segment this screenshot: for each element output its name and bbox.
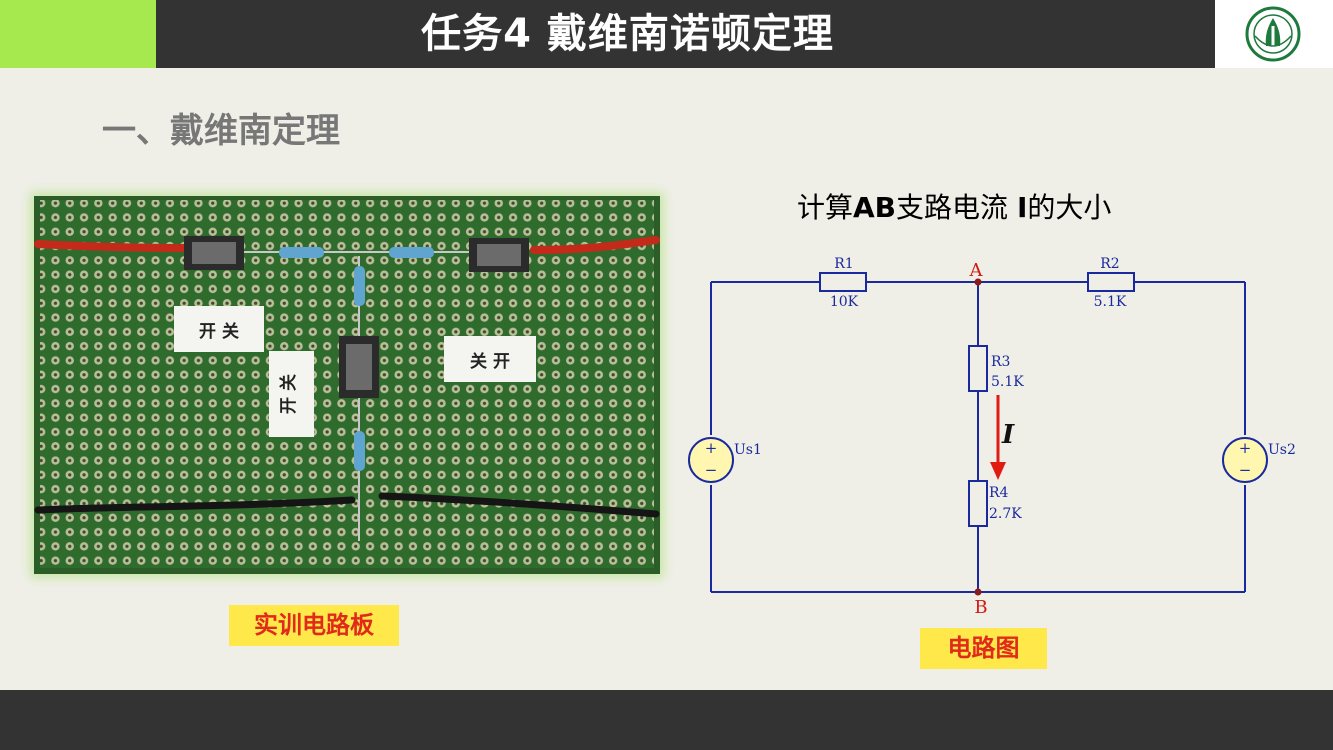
question-text: 计算AB支路电流 I的大小 — [797, 186, 1111, 226]
node-b-label: B — [974, 597, 987, 618]
us2-minus: − — [1239, 461, 1252, 479]
r2-value: 5.1K — [1094, 294, 1127, 310]
resistor-r4 — [968, 480, 988, 527]
question-current-symbol: I — [1016, 191, 1028, 224]
footer-bar — [0, 690, 1333, 750]
resistor-r1 — [819, 272, 867, 292]
voltage-source-us2 — [1222, 437, 1268, 483]
r1-name: R1 — [834, 256, 853, 272]
us2-plus: + — [1239, 439, 1252, 457]
r3-value: 5.1K — [991, 374, 1024, 390]
switch-label-left: 开 关 — [199, 321, 239, 342]
photo-caption: 实训电路板 — [229, 605, 399, 646]
switch-label-middle: 开 关 — [278, 374, 299, 414]
page-title: 任务4 戴维南诺顿定理 — [421, 11, 834, 57]
circuit-diagram: + − + − R1 10K R2 5.1K R3 5.1K R4 2.7K U… — [688, 256, 1296, 618]
question-suffix: 的大小 — [1027, 191, 1112, 224]
resistor-r2 — [1087, 272, 1135, 292]
r3-name: R3 — [991, 354, 1010, 370]
question-prefix: 计算 — [797, 191, 854, 224]
switch-label-right: 关 开 — [470, 351, 510, 372]
voltage-source-us1 — [688, 437, 734, 483]
circuit-caption: 电路图 — [920, 628, 1047, 669]
node-a-label: A — [969, 260, 984, 281]
r1-value: 10K — [830, 294, 859, 310]
us2-label: Us2 — [1268, 442, 1296, 458]
r4-name: R4 — [989, 485, 1009, 501]
question-node-pair: AB — [853, 191, 897, 224]
current-arrow-head — [990, 462, 1006, 480]
resistor-r3 — [968, 345, 988, 392]
r4-value: 2.7K — [989, 506, 1022, 522]
node-a-dot — [974, 278, 982, 286]
node-b-dot — [974, 588, 982, 596]
us1-plus: + — [705, 439, 718, 457]
us1-label: Us1 — [734, 442, 762, 458]
us1-minus: − — [705, 461, 718, 479]
header-bar: 任务4 戴维南诺顿定理 — [0, 0, 1333, 68]
question-middle: 支路电流 — [896, 191, 1017, 224]
section-heading: 一、戴维南定理 — [102, 111, 340, 151]
r2-name: R2 — [1100, 256, 1119, 272]
current-label: I — [1001, 420, 1015, 450]
circuit-board-photo: 开 关 关 开 开 关 — [34, 196, 660, 574]
logo-box — [1215, 0, 1333, 68]
header-accent — [0, 0, 156, 68]
university-seal-icon — [1245, 6, 1301, 62]
